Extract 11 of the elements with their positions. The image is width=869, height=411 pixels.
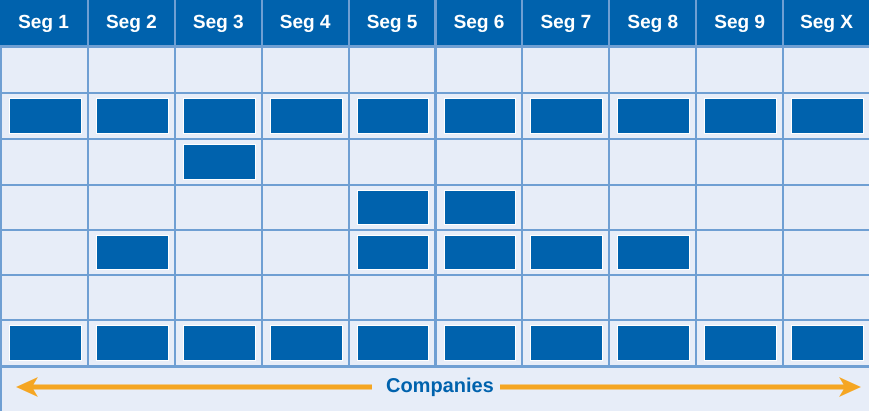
- column-header: Seg 6: [436, 0, 522, 45]
- column-header: Seg 5: [350, 0, 434, 45]
- column-header: Seg 7: [523, 0, 608, 45]
- column-header: Seg 8: [610, 0, 696, 45]
- column-header: Seg 2: [88, 0, 174, 45]
- column-header: Seg 9: [697, 0, 782, 45]
- column-header: Seg X: [784, 0, 869, 45]
- column-header: Seg 1: [0, 0, 87, 45]
- column-header: Seg 3: [176, 0, 261, 45]
- axis-label: Companies: [386, 375, 494, 398]
- column-header: Seg 4: [262, 0, 348, 45]
